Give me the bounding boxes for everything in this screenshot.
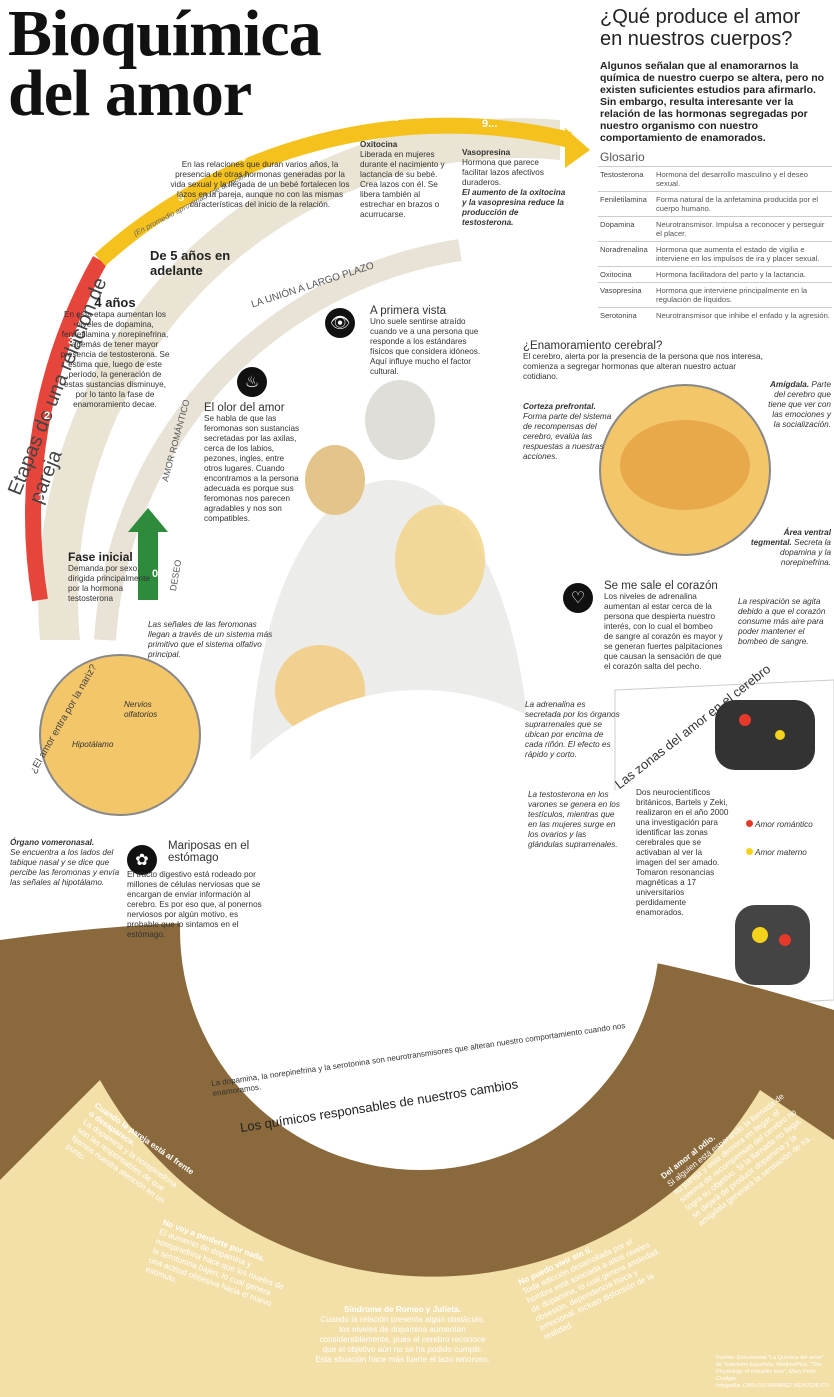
enamoramiento-cerebral: ¿Enamoramiento cerebral? El cerebro, ale… [523, 340, 763, 381]
stage-tick: 9... [482, 118, 498, 130]
legend-yellow-dot [746, 848, 753, 855]
hipotalamo-label: Hipotálamo [72, 740, 114, 749]
green-arrow-shaft [138, 530, 158, 600]
glossary-def: Forma natural de la anfetamina producida… [654, 191, 832, 217]
glossary-term: Serotonina [598, 307, 654, 323]
glossary-def: Hormona facilitadora del parto y la lact… [654, 266, 832, 283]
arc-yellow [94, 117, 572, 266]
heart-icon: ♡ [563, 583, 593, 613]
respiracion-note: La respiración se agita debido a que el … [738, 597, 826, 646]
zonas-text: Dos neurocientíficos británicos, Bartels… [636, 788, 729, 917]
glossary-def: Hormona que interviene principalmente en… [654, 282, 832, 308]
butterfly-icon: ✿ [127, 845, 157, 875]
feromonas-senales: Las señales de las feromonas llegan a tr… [148, 620, 273, 659]
stage-tick: 0 [152, 568, 159, 580]
legend-red-dot [746, 820, 753, 827]
stage-tick: 5 [178, 192, 185, 204]
five-years-text: En las relaciones que duran varios años,… [170, 160, 350, 209]
cards-band [0, 1080, 834, 1397]
oxitocina-box: Oxitocina Liberada en mujeres durante el… [360, 140, 445, 219]
glossary-title: Glosario [600, 150, 645, 164]
testosterona-note: La testosterona en los varones se genera… [528, 790, 620, 849]
perfume-icon: ♨ [237, 367, 267, 397]
primera-vista: A primera vista Uno suele sentirse atraí… [370, 305, 481, 376]
scan-spot [775, 730, 785, 740]
glossary-term: Oxitocina [598, 266, 654, 283]
glossary-def: Neurotransmisor. Impulsa a reconocer y p… [654, 216, 832, 242]
organo-vomeronasal: Órgano vomeronasal. Se encuentra a los l… [10, 838, 120, 887]
corteza-prefrontal: Corteza prefrontal. Forma parte del sist… [523, 402, 612, 461]
amigdala: Amígdala. Parte del cerebro que tiene qu… [768, 380, 831, 429]
stage-tick: 3 [68, 335, 75, 347]
green-arrow-head [128, 508, 168, 532]
vasopresina-box: Vasopresina Hormona que parece facilitar… [462, 148, 566, 227]
glossary-term: Noradrenalina [598, 241, 654, 267]
fase-inicial: Fase inicial Demanda por sexo, dirigida … [68, 550, 150, 603]
card-3: Síndrome de Romeo y Julieta. Cuando la r… [315, 1305, 490, 1364]
legend-materno: Amor materno [746, 848, 826, 858]
intro-text: Algunos señalan que al enamorarnos la qu… [600, 60, 825, 144]
mariposas-text: El tracto digestivo está rodeado por mil… [127, 870, 262, 939]
scan-spot [752, 927, 768, 943]
stage-tick: 1 [38, 492, 45, 504]
mariposas: Mariposas en el estómago [168, 840, 250, 864]
glossary-term: Feniletilamina [598, 191, 654, 217]
stage-tick: 2 [44, 410, 51, 422]
page-title: Bioquímica del amor [8, 0, 322, 130]
glossary-term: Vasopresina [598, 282, 654, 308]
adrenalina-note: La adrenalina es secretada por los órgan… [525, 700, 620, 759]
area-ventral: Área ventral tegmental. Secreta la dopam… [750, 528, 831, 567]
arc-arrow-head [565, 128, 590, 168]
stage-tick: 4 [110, 265, 117, 277]
lungs-shape [395, 505, 485, 615]
center-white-circle [180, 690, 660, 1170]
man-head [365, 380, 435, 460]
nervios-olfatorios-label: Nervios olfatorios [124, 700, 158, 719]
scan-spot [779, 934, 791, 946]
stage-tick: 7 [315, 125, 322, 137]
olor-del-amor: El olor del amor Se habla de que las fer… [204, 402, 300, 523]
glossary-def: Hormona del desarrollo masculino y el de… [654, 166, 832, 192]
se-me-sale-el-corazon: Se me sale el corazón Los niveles de adr… [604, 580, 723, 671]
scan-2 [735, 905, 810, 985]
source: Fuente: Documental "La Química del amor"… [716, 1355, 829, 1389]
glossary-def: Neurotransmisor que inhibe el enfado y l… [654, 307, 832, 323]
glossary-def: Hormona que aumenta el estado de vigilia… [654, 241, 832, 267]
woman-head [305, 445, 365, 515]
legend-romantico: Amor romántico [746, 820, 826, 830]
nose-diagram [39, 654, 201, 816]
glossary-term: Dopamina [598, 216, 654, 242]
four-years: 4 años En esta etapa aumentan los nivele… [60, 295, 170, 409]
scan-spot [739, 714, 751, 726]
eye-icon: 👁 [325, 308, 355, 338]
scan-1 [715, 700, 815, 770]
stage-tick: 8 [393, 112, 400, 124]
inner-arc [94, 239, 462, 641]
arc-red [25, 256, 107, 602]
glossary-term: Testosterona [598, 166, 654, 192]
five-years: De 5 años en adelante [150, 248, 231, 278]
question-title: ¿Qué produce el amor en nuestros cuerpos… [600, 6, 801, 50]
stage-tick: 6 [240, 152, 247, 164]
brain-shape [620, 420, 750, 510]
